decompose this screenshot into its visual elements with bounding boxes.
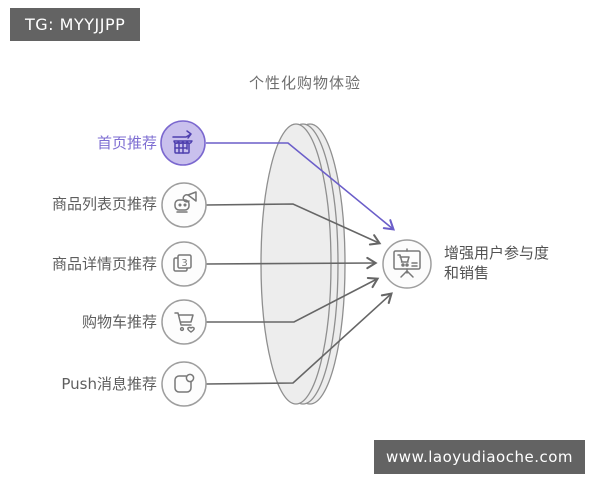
node-label-push: Push消息推荐 (61, 375, 157, 393)
outcome-label-line1: 增强用户参与度 (444, 244, 550, 262)
page-count-badge: 3 (181, 258, 187, 269)
watermark-badge-bottom: www.laoyudiaoche.com (374, 440, 585, 474)
presentation-cart-icon (393, 248, 421, 278)
node-detail-page: 3 (161, 241, 207, 287)
storefront-icon (172, 130, 193, 154)
notification-icon (174, 373, 195, 393)
cart-heart-icon (174, 312, 195, 333)
outcome-label-line2: 和销售 (444, 264, 490, 282)
connector-detail-page (205, 256, 378, 270)
node-cart (161, 299, 207, 345)
node-label-detail-page: 商品详情页推荐 (51, 255, 157, 273)
node-outcome (382, 239, 432, 289)
connector-home (206, 142, 396, 231)
node-list-page (161, 182, 207, 228)
megaphone-robot-icon (174, 191, 197, 213)
node-label-list-page: 商品列表页推荐 (51, 195, 157, 213)
outcome-label: 增强用户参与度 和销售 (444, 243, 549, 283)
watermark-badge-top: TG: MYYJJPP (10, 8, 141, 41)
node-home (160, 120, 206, 166)
stacked-pages-icon: 3 (173, 254, 192, 272)
connector-cart (206, 276, 380, 323)
diagram-title: 个性化购物体验 (248, 74, 361, 92)
connectors (205, 142, 396, 385)
node-push (161, 361, 207, 407)
node-label-home: 首页推荐 (96, 134, 157, 152)
connector-push (205, 292, 393, 385)
node-label-cart: 购物车推荐 (81, 313, 157, 331)
connector-list-page (205, 203, 382, 246)
